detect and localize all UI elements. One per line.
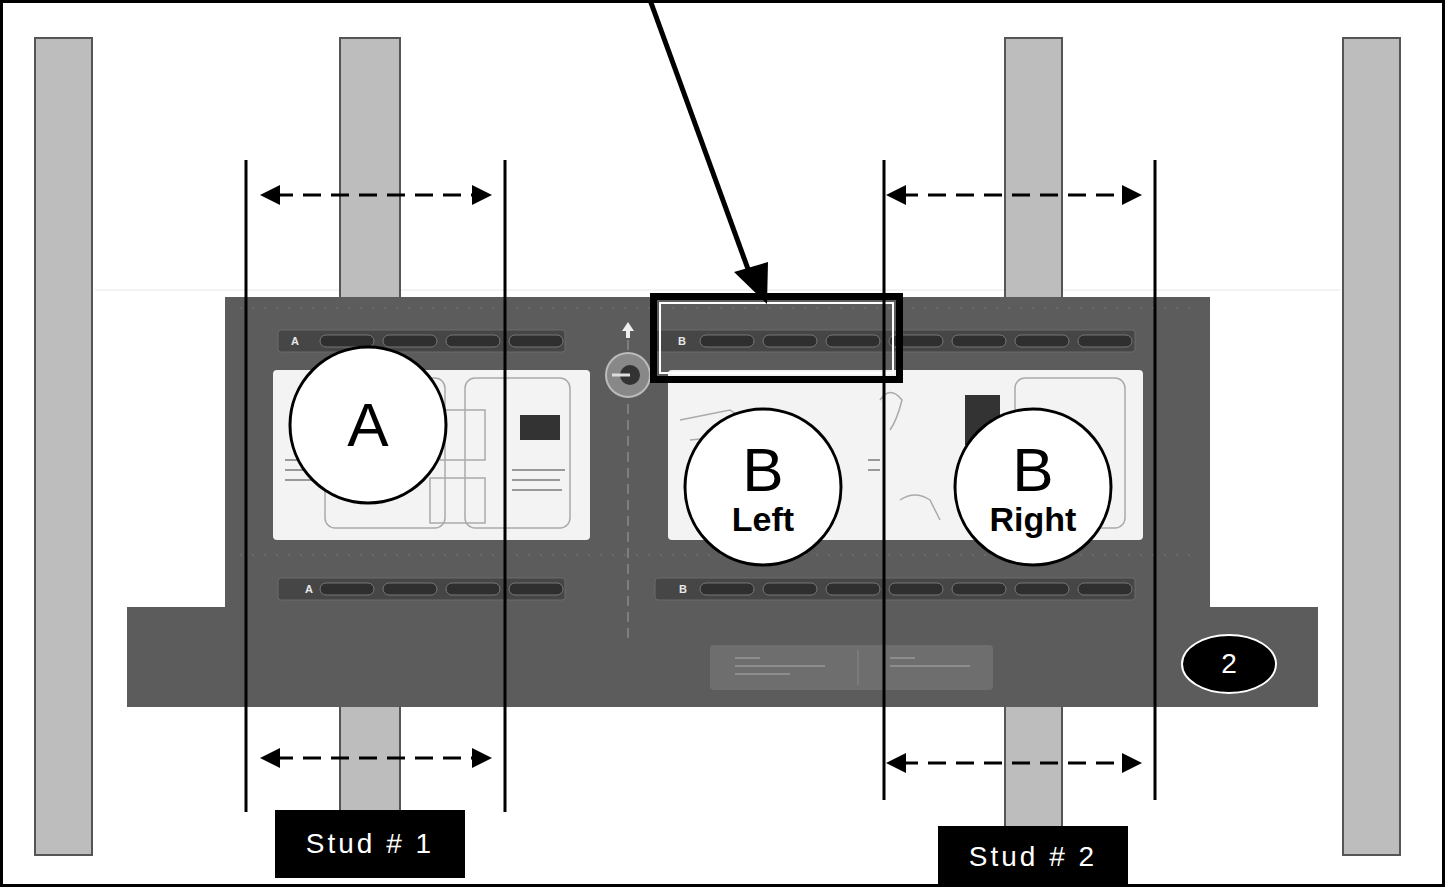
node-title: A <box>347 392 388 457</box>
stud-label-box: Stud # 2 <box>938 826 1128 887</box>
callout-circle: BLeft <box>683 407 843 567</box>
bar-letter: A <box>305 582 313 596</box>
bar-letter: B <box>679 582 687 596</box>
stud-label-box: Stud # 1 <box>275 810 465 878</box>
node-subtitle: Left <box>732 502 794 538</box>
node-title: 2 <box>1221 649 1237 678</box>
node-title: B <box>742 437 783 502</box>
bar-letter: B <box>678 334 686 348</box>
node-title: Stud # 1 <box>306 829 434 858</box>
callout-circle: A <box>288 345 448 505</box>
node-title: Stud # 2 <box>969 842 1097 871</box>
step-number-oval: 2 <box>1180 633 1278 695</box>
callout-circle: BRight <box>953 407 1113 567</box>
bar-letter: A <box>291 334 299 348</box>
node-subtitle: Right <box>990 502 1077 538</box>
node-title: B <box>1012 437 1053 502</box>
